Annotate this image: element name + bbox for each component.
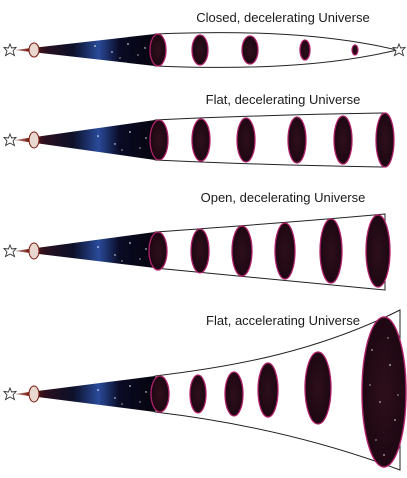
big-crunch-icon [393,44,405,56]
early-shell [29,43,39,57]
envelope-outline [155,33,397,68]
universe-snapshot-ellipse [232,226,252,276]
early-shell [29,132,39,148]
universe-snapshot-ellipse [366,215,390,287]
panel-flat: Flat, decelerating Universe [4,92,394,167]
universe-snapshot-ellipse [376,113,394,167]
universe-snapshot-ellipse [150,120,168,160]
universe-snapshot-ellipse [192,35,208,65]
panel-flat-label: Flat, decelerating Universe [206,92,361,107]
universe-snapshot-ellipse [305,352,331,424]
universe-snapshot-ellipse [150,34,166,66]
universe-snapshot-ellipse [151,376,169,412]
universe-snapshot-ellipse [192,119,210,161]
big-bang-icon [4,388,16,400]
universe-snapshot-ellipse [258,363,278,417]
early-shell [29,243,39,259]
universe-snapshot-ellipse [300,40,310,60]
universe-snapshot-ellipse [275,223,295,279]
panel-flat-accelerating-label: Flat, accelerating Universe [206,313,360,328]
early-shell [29,386,39,402]
big-bang-icon [4,134,16,146]
universe-snapshot-ellipse [190,375,206,413]
universe-snapshot-ellipse [334,116,352,164]
panel-flat-accelerating: Flat, accelerating Universe [4,310,406,470]
universe-snapshot-ellipse [320,219,342,283]
universe-snapshot-ellipse [352,45,358,55]
universe-snapshot-ellipse [191,229,209,273]
panel-closed-label: Closed, decelerating Universe [196,10,369,25]
panel-open: Open, decelerating Universe [4,190,390,290]
universe-snapshot-ellipse [362,317,406,467]
envelope-outline [155,214,385,290]
universe-snapshot-ellipse [288,117,306,163]
universe-snapshot-ellipse [149,232,167,270]
panel-open-label: Open, decelerating Universe [201,190,366,205]
universe-snapshot-ellipse [237,118,255,162]
big-bang-icon [4,245,16,257]
panel-closed: Closed, decelerating Universe [4,10,405,67]
big-bang-icon [4,44,16,56]
universe-snapshot-ellipse [225,372,243,416]
universe-snapshot-ellipse [242,36,258,64]
